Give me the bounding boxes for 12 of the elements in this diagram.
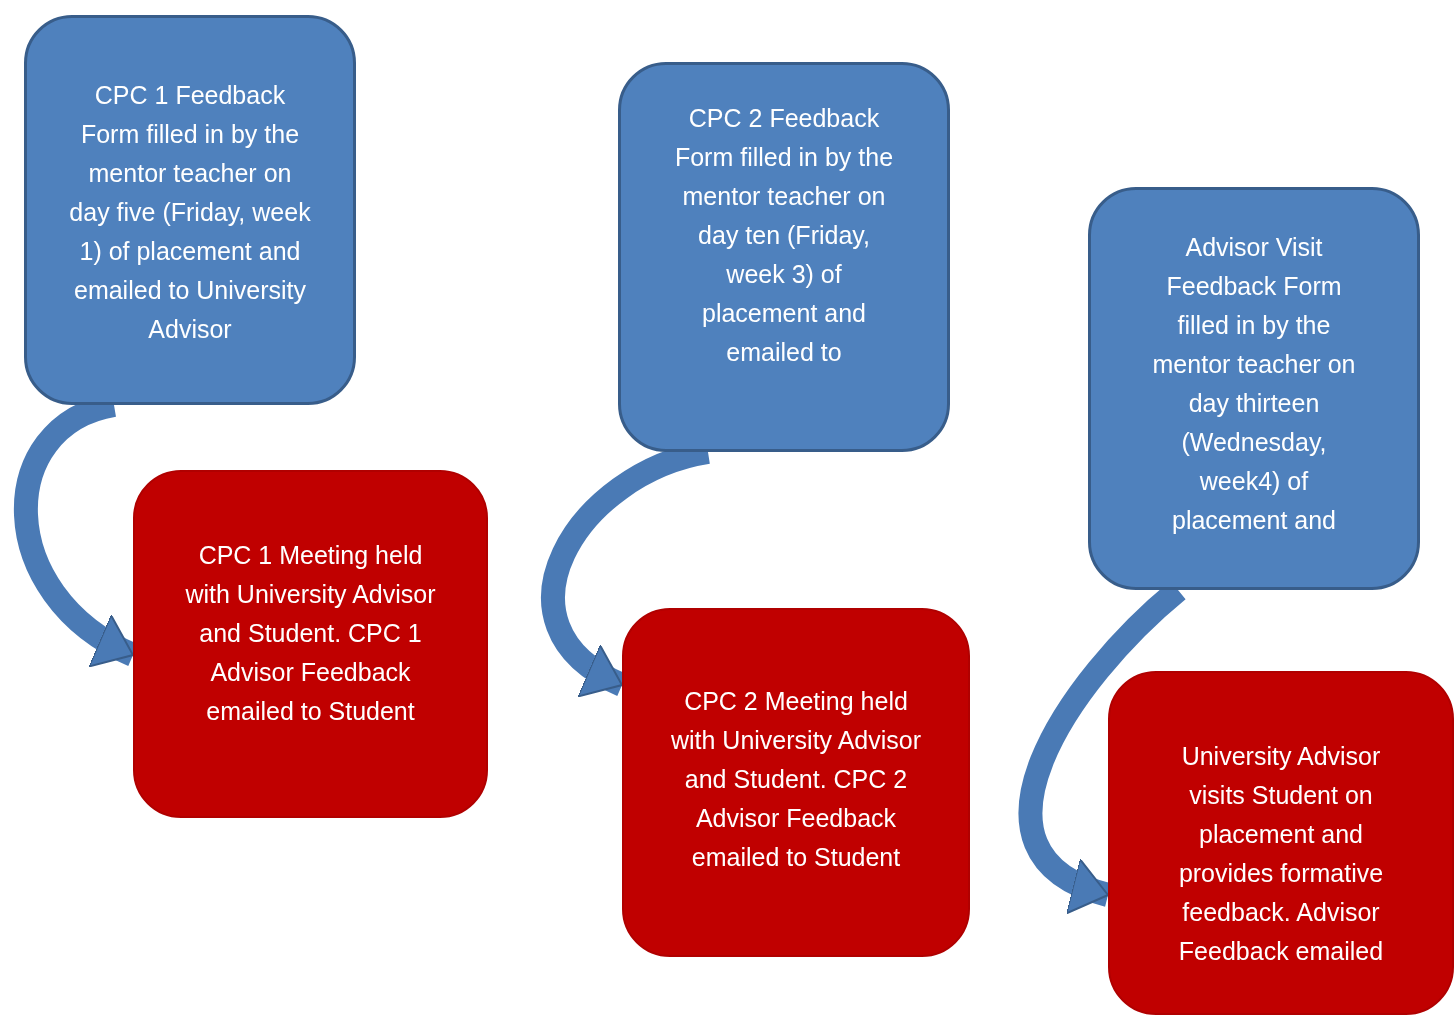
step-text: CPC 2 Feedback Form filled in by the mentor teacher on day ten (Friday, week 3) of placement and emailed to <box>673 103 895 368</box>
step-text: CPC 1 Meeting held with University Advisor and Student. CPC 1 Advisor Feedback emailed to Student <box>184 540 437 727</box>
form-step-box <box>24 15 356 405</box>
step-text: University Advisor visits Student on placement and provides formative feedback. Advisor Feedback emailed <box>1177 741 1385 967</box>
meeting-step-box <box>1108 671 1454 1015</box>
step-text: CPC 2 Meeting held with University Advisor and Student. CPC 2 Advisor Feedback emailed to Student <box>669 686 923 873</box>
form-step-box <box>1088 187 1420 590</box>
form-step-box <box>618 62 950 452</box>
step-text: Advisor Visit Feedback Form filled in by the mentor teacher on day thirteen (Wednesday, week4) of placement and <box>1151 232 1357 536</box>
step-text: CPC 1 Feedback Form filled in by the mentor teacher on day five (Friday, week 1) of placement and emailed to University Advisor <box>68 80 312 345</box>
meeting-step-box <box>622 608 970 957</box>
meeting-step-box <box>133 470 488 818</box>
